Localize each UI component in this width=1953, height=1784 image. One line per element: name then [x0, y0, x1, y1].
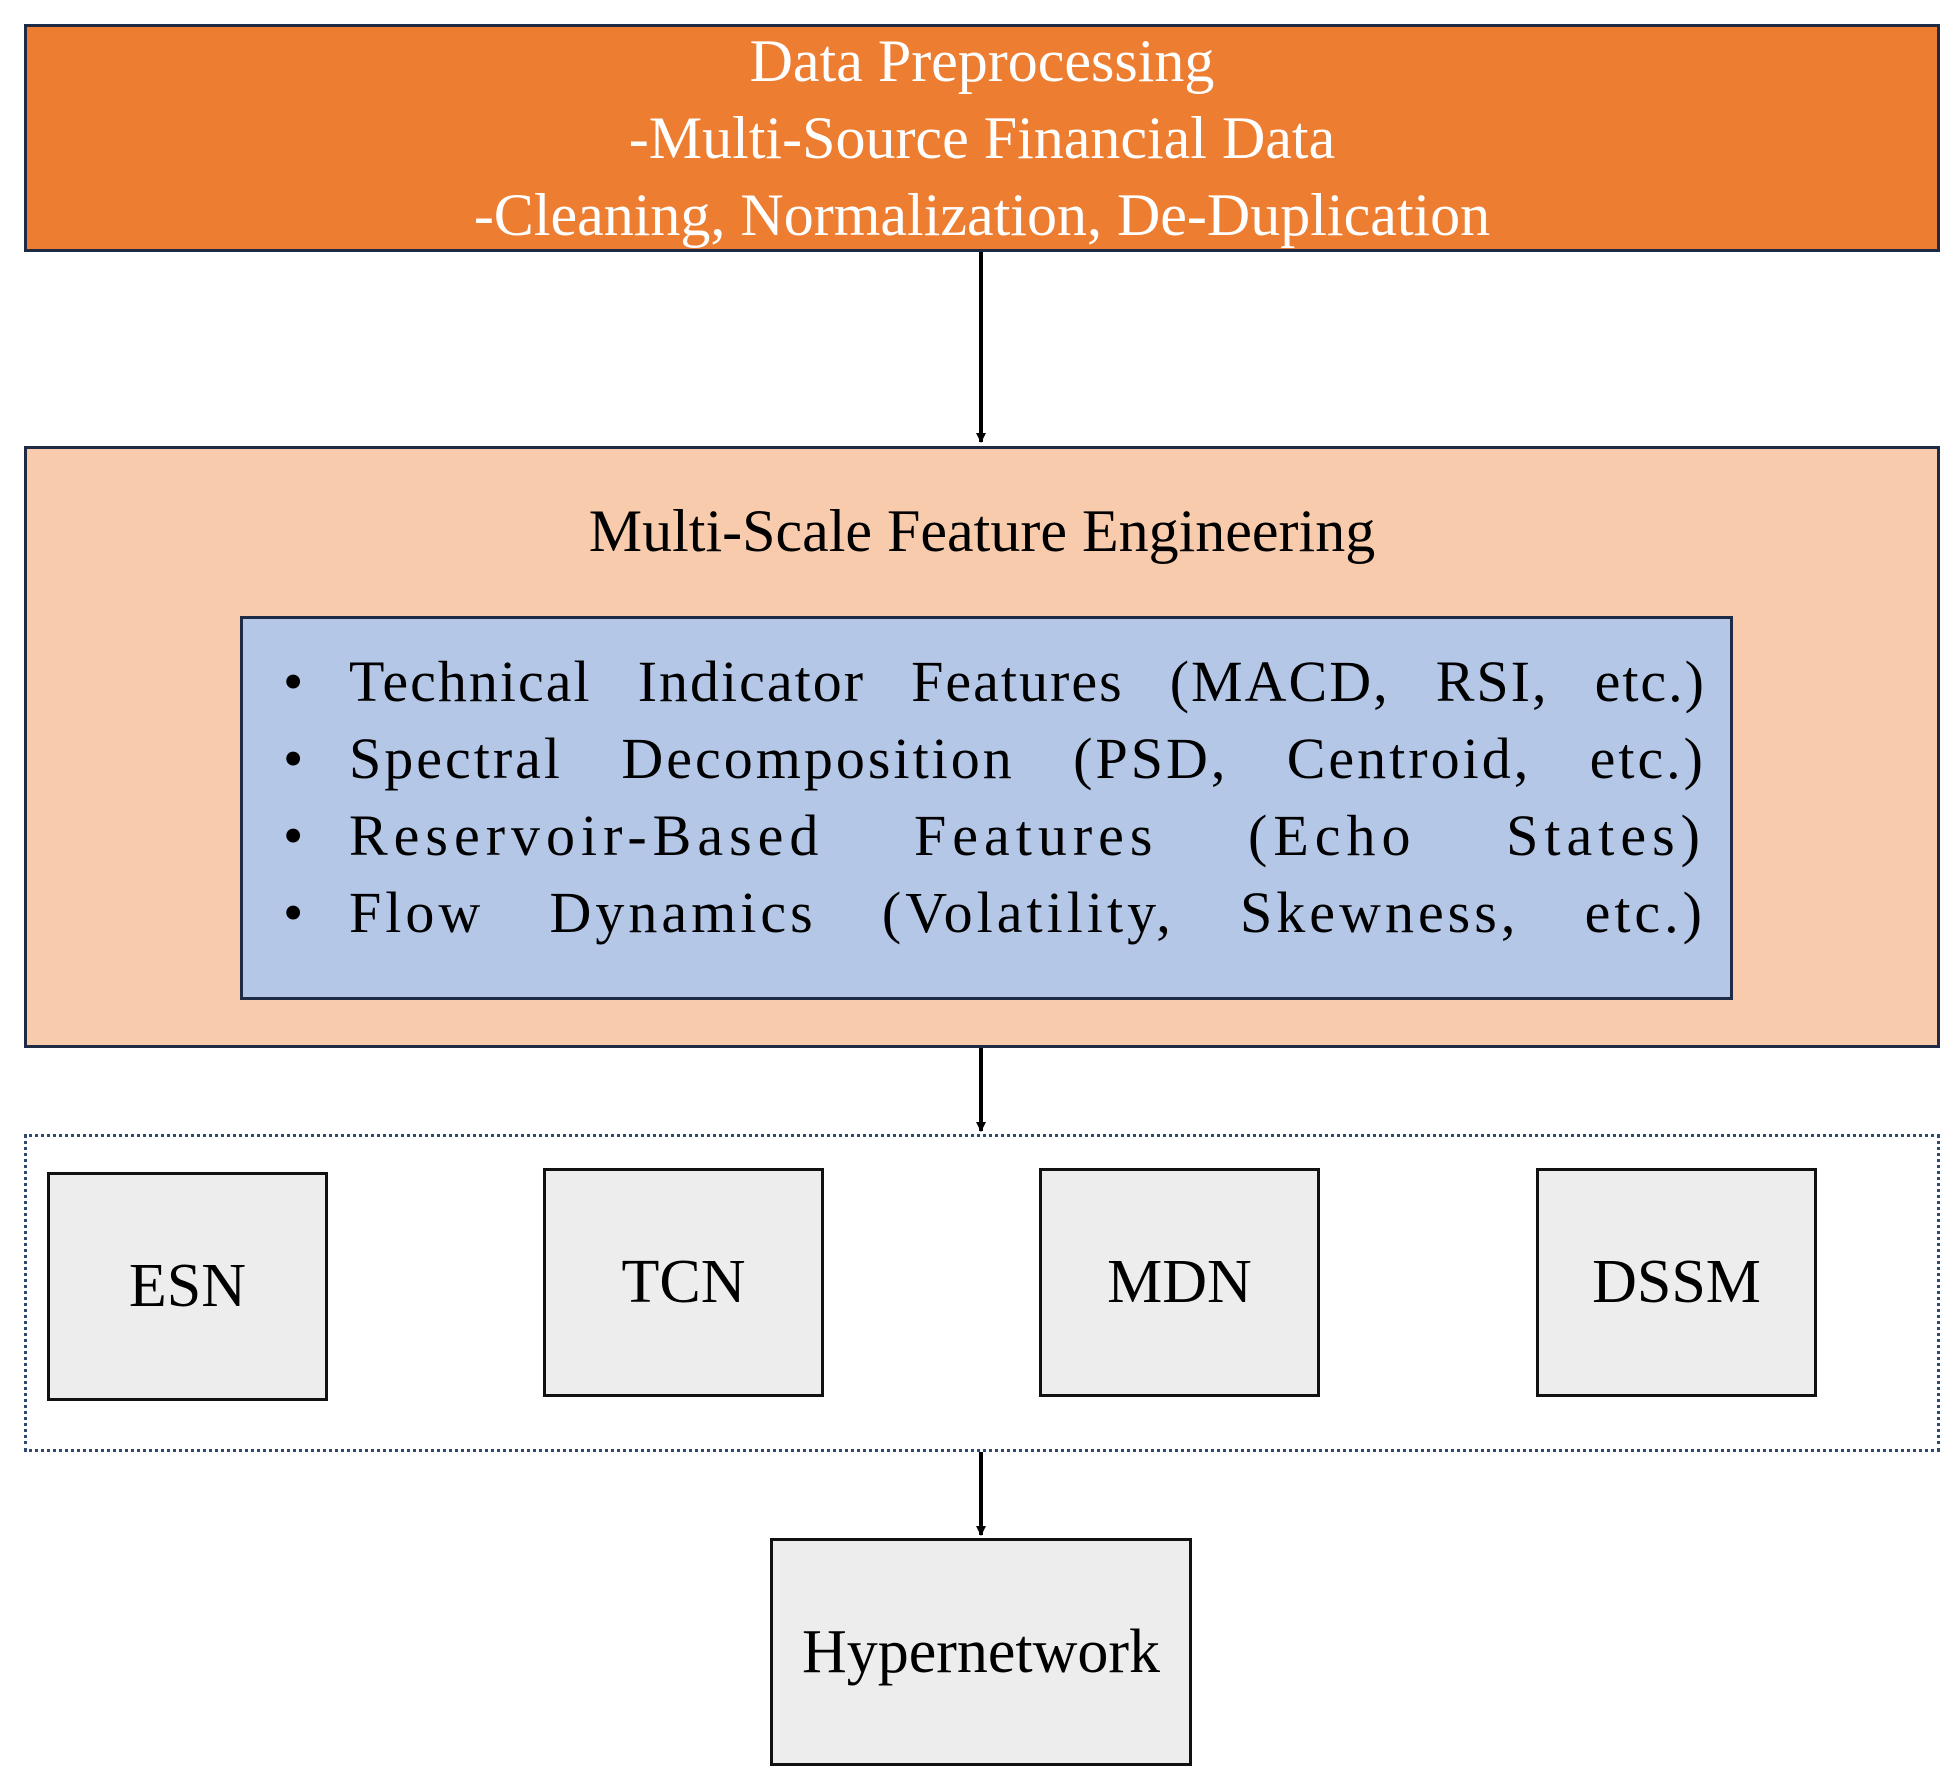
feature-list-box: • Technical Indicator Features (MACD, RS…: [240, 616, 1733, 1000]
bullet-icon: •: [283, 803, 304, 868]
bullet-icon: •: [283, 880, 304, 945]
feature-item-label: Flow Dynamics (Volatility, Skewness, etc…: [349, 880, 1706, 945]
preprocessing-title: Data Preprocessing: [749, 27, 1215, 94]
data-preprocessing-box: Data Preprocessing -Multi-Source Financi…: [24, 24, 1940, 252]
hypernetwork-box: Hypernetwork: [770, 1538, 1192, 1766]
feature-item-spectral-decomposition: • Spectral Decomposition (PSD, Centroid,…: [283, 720, 1706, 797]
model-box-tcn: TCN: [543, 1168, 824, 1397]
preprocessing-line-1: -Multi-Source Financial Data: [628, 104, 1336, 171]
feature-item-reservoir-based: • Reservoir-Based Features (Echo States): [283, 797, 1706, 874]
preprocessing-line-2: -Cleaning, Normalization, De-Duplication: [473, 181, 1491, 248]
bullet-icon: •: [283, 649, 304, 714]
model-box-esn: ESN: [47, 1172, 328, 1401]
bullet-icon: •: [283, 726, 304, 791]
model-box-mdn: MDN: [1039, 1168, 1320, 1397]
models-group: [24, 1134, 1940, 1452]
feature-item-label: Technical Indicator Features (MACD, RSI,…: [349, 649, 1706, 714]
feature-item-label: Spectral Decomposition (PSD, Centroid, e…: [349, 726, 1706, 791]
feature-item-flow-dynamics: • Flow Dynamics (Volatility, Skewness, e…: [283, 874, 1706, 951]
feature-item-technical-indicators: • Technical Indicator Features (MACD, RS…: [283, 643, 1706, 720]
feature-engineering-title: Multi-Scale Feature Engineering: [588, 498, 1376, 564]
model-box-dssm: DSSM: [1536, 1168, 1817, 1397]
feature-item-label: Reservoir-Based Features (Echo States): [349, 803, 1706, 868]
